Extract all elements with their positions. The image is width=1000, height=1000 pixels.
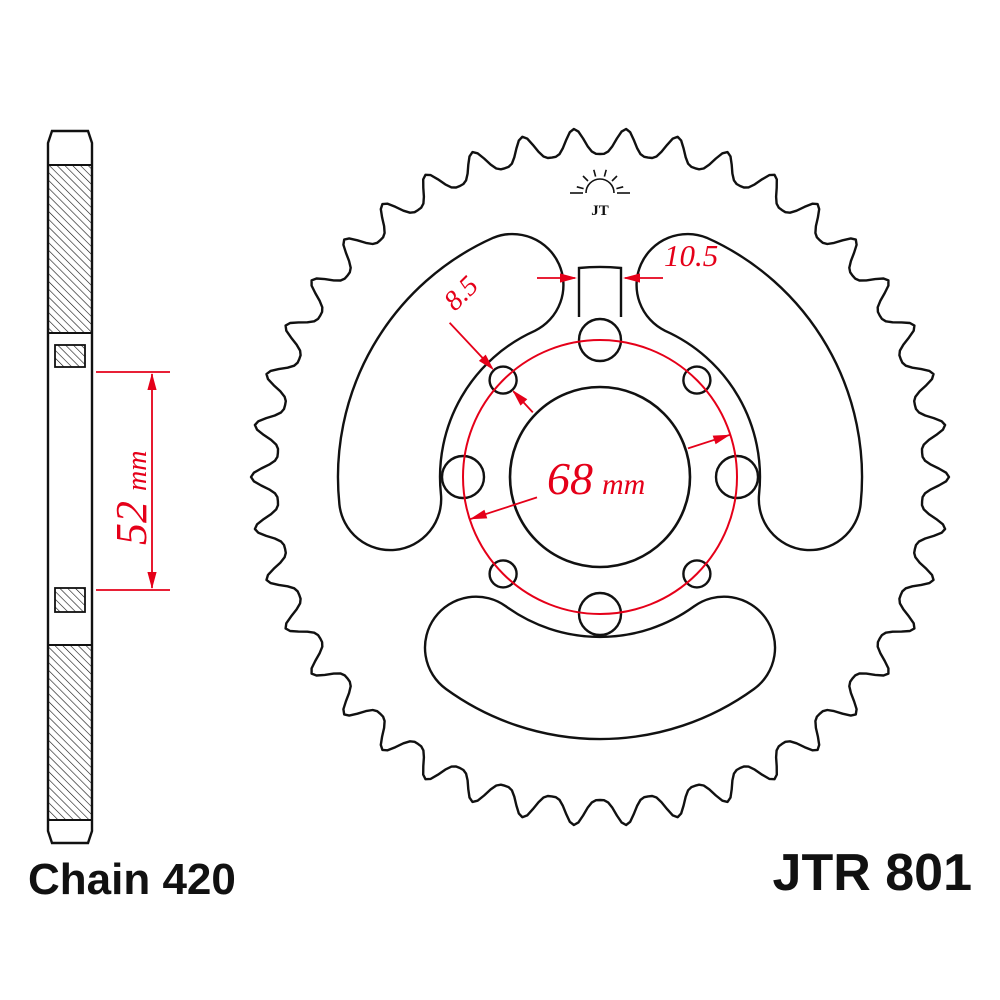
sun-ray-icon <box>603 169 607 177</box>
part-number-label: JTR 801 <box>773 844 972 902</box>
side-view-division-lines <box>48 164 92 821</box>
sun-arc-icon <box>585 178 615 194</box>
lightening-cutouts <box>336 232 864 741</box>
dimension-arrowhead <box>469 509 488 520</box>
sun-ray-icon <box>593 169 597 177</box>
hatch-block-upper <box>48 165 92 333</box>
cutout-1 <box>635 232 864 552</box>
dimension-arrowhead <box>560 273 577 283</box>
dimension-52mm <box>96 371 170 591</box>
chain-size-label: Chain 420 <box>28 855 236 904</box>
dimension-arrowhead <box>512 390 528 406</box>
dimension-arrowheads <box>147 273 731 589</box>
sun-ray-icon <box>616 186 624 190</box>
sun-ray-icon <box>611 175 618 182</box>
dimension-arrowhead <box>712 434 731 445</box>
hatch-block-lower-hub <box>54 587 86 613</box>
side-section-view <box>46 129 94 845</box>
sprocket-front-view <box>249 127 951 827</box>
hatch-block-lower <box>48 645 92 820</box>
sun-ray-icon <box>576 186 584 190</box>
jt-sun-logo: JT <box>570 169 630 219</box>
hatch-block-upper-hub <box>54 344 86 368</box>
sun-rays-icon <box>576 169 624 190</box>
top-slot <box>577 265 623 317</box>
cutout-2 <box>423 595 777 741</box>
sun-ray-icon <box>582 175 589 182</box>
dimension-arrowhead <box>147 572 157 589</box>
jt-monogram: JT <box>591 203 609 219</box>
dim-52-text: 52mm <box>107 451 156 545</box>
center-bore <box>508 385 692 569</box>
bolt-circle <box>462 339 738 615</box>
cutout-0 <box>336 232 565 552</box>
dimension-arrowhead <box>623 273 640 283</box>
dim-10-5-text: 10.5 <box>664 238 718 273</box>
dimension-arrowhead <box>478 354 494 371</box>
dimension-arrowhead <box>147 373 157 390</box>
